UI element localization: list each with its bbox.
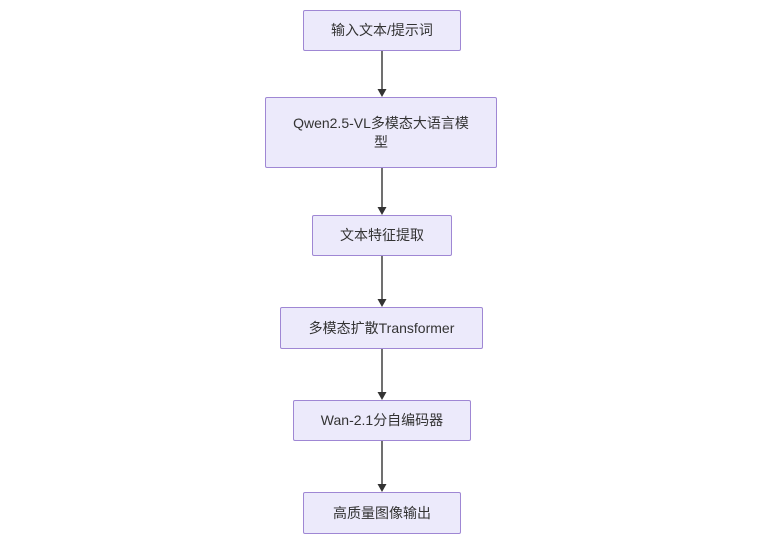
flow-node-output[interactable]: 高质量图像输出 [303, 492, 461, 534]
flow-arrow-qwen-to-text-feature [375, 168, 389, 215]
flow-arrow-input-to-qwen [375, 51, 389, 97]
flow-node-autoencoder[interactable]: Wan-2.1分自编码器 [293, 400, 471, 441]
flow-node-qwen[interactable]: Qwen2.5-VL多模态大语言模 型 [265, 97, 497, 168]
flow-node-label-diffusion-transformer: 多模态扩散Transformer [308, 319, 455, 336]
flow-node-label-output: 高质量图像输出 [333, 504, 431, 521]
flow-node-label-input: 输入文本/提示词 [331, 22, 433, 38]
flow-arrow-diffusion-transformer-to-autoencoder [375, 349, 389, 400]
flow-node-input[interactable]: 输入文本/提示词 [303, 10, 461, 51]
flow-node-label-qwen: Qwen2.5-VL多模态大语言模 型 [293, 114, 469, 150]
flow-node-label-autoencoder: Wan-2.1分自编码器 [320, 412, 444, 428]
flow-arrow-text-feature-to-diffusion-transformer [375, 256, 389, 307]
flow-node-text-feature[interactable]: 文本特征提取 [312, 215, 452, 256]
flow-node-diffusion-transformer[interactable]: 多模态扩散Transformer [280, 307, 483, 349]
flow-node-label-text-feature: 文本特征提取 [340, 227, 424, 243]
flow-arrow-autoencoder-to-output [375, 441, 389, 492]
